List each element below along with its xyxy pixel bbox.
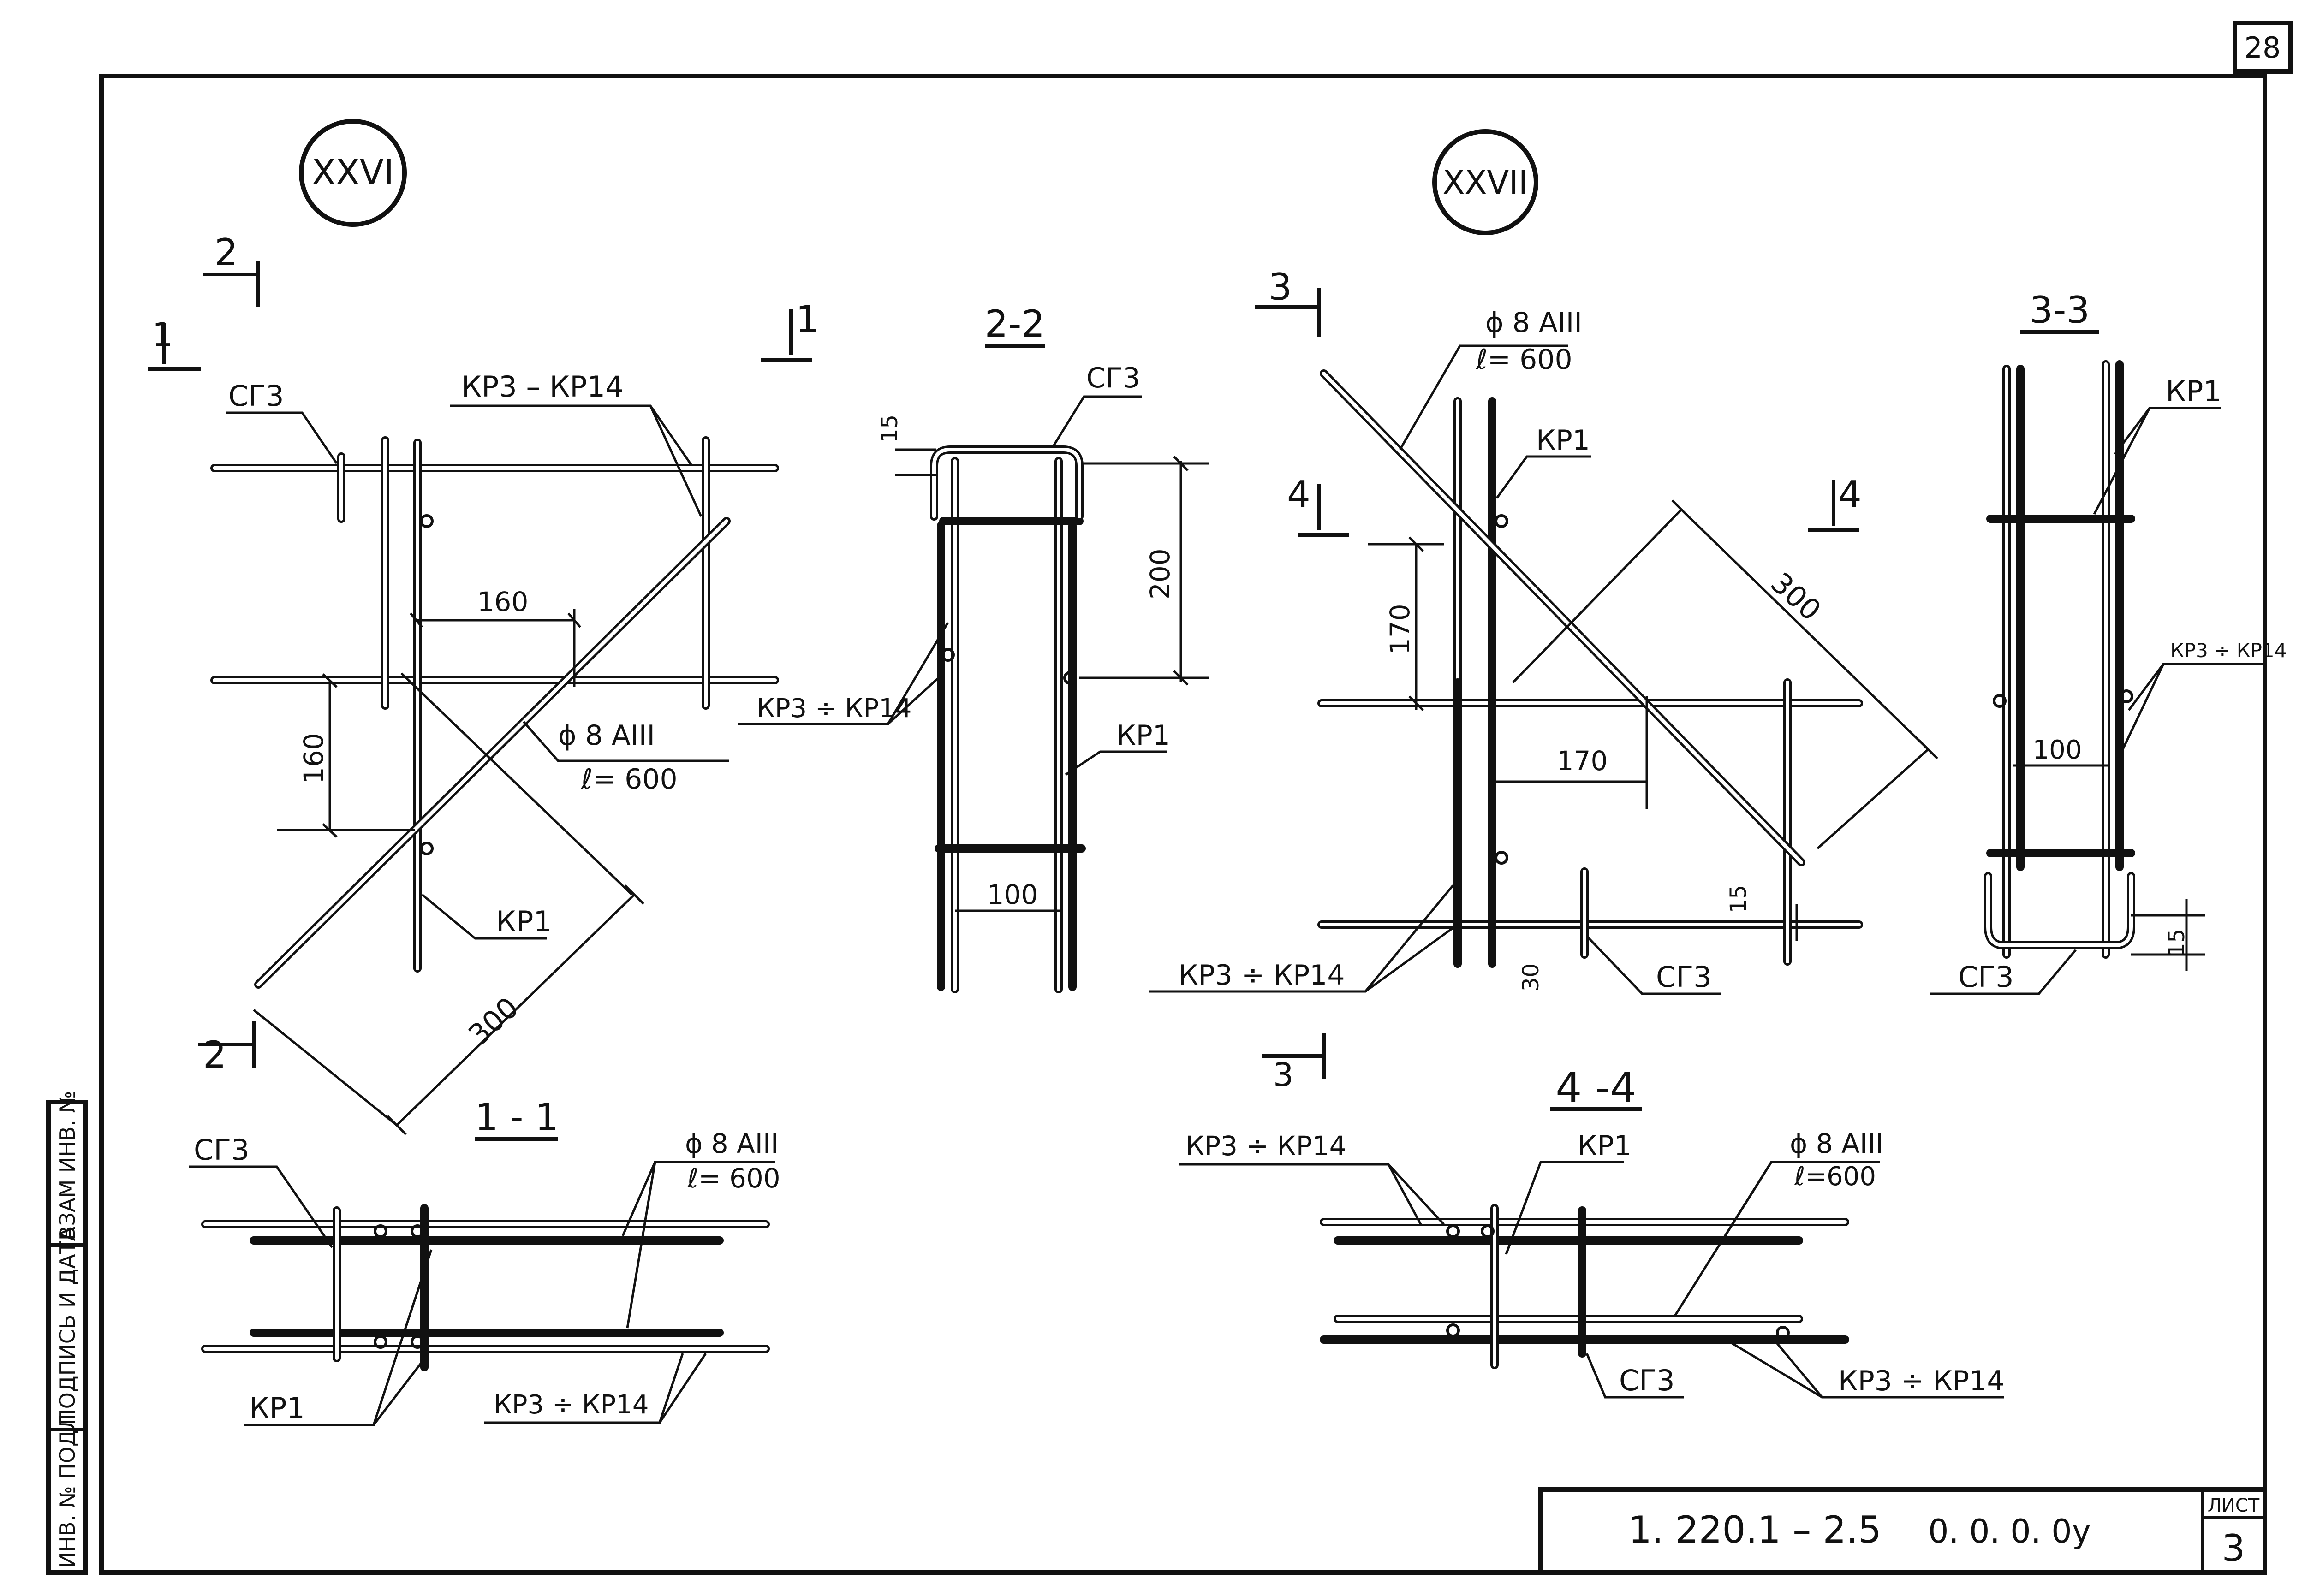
xxvi-rebar-length: ℓ= 600 — [581, 763, 678, 795]
side-stamp: ИНВ. № ПОДЛ ПОДПИСЬ И ДАТА ВЗАМ ИНВ. № — [46, 1091, 88, 1575]
xxvii-label-sg3: СГ3 — [1656, 960, 1712, 994]
section-2-2: 2-2 СГ3 15 200 КР3 ÷ КР14 КР1 100 — [738, 303, 1209, 993]
title-block: 1. 220.1 – 2.5 0. 0. 0. 0у ЛИСТ 3 — [1538, 1487, 2267, 1575]
section-2-2-label-sg3: СГ3 — [1086, 362, 1140, 394]
section-4-4-rebar-diameter: ϕ 8 АIII — [1790, 1128, 1883, 1159]
xxvii-annotations: ϕ 8 АIII ℓ= 600 КР1 170 170 300 1 — [1149, 307, 1938, 995]
section-4-4-label-kr3-kr14-top: КР3 ÷ КР14 — [1185, 1130, 1346, 1162]
section-1-1-rebar-diameter: ϕ 8 АIII — [685, 1128, 779, 1159]
section-2-2-label-kr3-kr14: КР3 ÷ КР14 — [756, 694, 911, 724]
section-3-3-label-kr1: КР1 — [2166, 374, 2222, 408]
xxvii-dim-30: 30 — [1518, 963, 1544, 991]
section-3-3-label-sg3: СГ3 — [1958, 960, 2014, 994]
section-1-1-label-sg3: СГ3 — [194, 1133, 250, 1167]
xxvi-label-kr3-kr14: КР3 – КР14 — [461, 370, 624, 403]
xxvi-label-sg3: СГ3 — [228, 379, 284, 413]
cut-marker-4-left: 4 — [1287, 473, 1349, 537]
section-1-1-title: 1 - 1 — [475, 1096, 559, 1139]
stamp-signature-date: ПОДПИСЬ И ДАТА — [55, 1226, 80, 1425]
section-1-1-rebar-length: ℓ= 600 — [687, 1163, 780, 1194]
section-4-4-label-sg3: СГ3 — [1619, 1364, 1675, 1397]
section-2-2-dim-15: 15 — [877, 415, 903, 443]
svg-text:1: 1 — [796, 298, 819, 341]
svg-text:1: 1 — [152, 316, 173, 354]
section-1-1-label-kr1: КР1 — [249, 1391, 305, 1425]
svg-text:3: 3 — [1273, 1056, 1294, 1094]
section-2-2-dim-100: 100 — [987, 879, 1038, 910]
xxvi-dim-160-horizontal: 160 — [477, 586, 529, 617]
xxvii-rebar-length: ℓ= 600 — [1476, 344, 1572, 376]
xxvi-dim-160-vertical: 160 — [298, 733, 329, 784]
xxvi-dim-300: 300 — [462, 991, 525, 1052]
sheet-label: ЛИСТ — [2208, 1495, 2260, 1516]
cut-marker-1-left: 1 — [148, 316, 201, 371]
xxvii-rebar-diameter: ϕ 8 АIII — [1485, 307, 1582, 339]
xxvii-label-kr1: КР1 — [1536, 424, 1590, 457]
svg-text:3: 3 — [1269, 266, 1292, 309]
svg-text:2: 2 — [203, 1033, 226, 1076]
svg-text:4: 4 — [1838, 473, 1862, 516]
section-4-4-label-kr3-kr14-bottom: КР3 ÷ КР14 — [1838, 1365, 2005, 1397]
page-number: 28 — [2245, 31, 2281, 65]
section-1-1-label-kr3-kr14: КР3 ÷ КР14 — [494, 1390, 649, 1420]
svg-text:4: 4 — [1287, 473, 1310, 516]
sheet-number: 3 — [2222, 1527, 2245, 1570]
node-xxvi: XXVI 2 1 1 2 — [148, 119, 819, 1135]
node-xxvi-id: XXVI — [312, 152, 394, 193]
xxvii-dim-15: 15 — [1726, 885, 1751, 913]
xxvii-dim-170-vertical: 170 — [1384, 604, 1416, 655]
section-2-2-title: 2-2 — [985, 303, 1045, 345]
cut-marker-2-bottom: 2 — [198, 1021, 256, 1076]
xxvii-label-kr3-kr14: КР3 ÷ КР14 — [1179, 959, 1345, 991]
sheet-frame: 28 — [99, 21, 2293, 1575]
xxvii-rebars — [1317, 369, 1863, 968]
node-xxvii-id: XXVII — [1442, 164, 1528, 202]
xxvi-annotations: СГ3 КР3 – КР14 160 160 ϕ 8 АIII ℓ= 600 К… — [226, 370, 729, 1135]
section-2-2-label-kr1: КР1 — [1116, 719, 1170, 752]
xxvi-label-kr1: КР1 — [496, 905, 552, 938]
cut-marker-1-right: 1 — [761, 298, 819, 362]
xxvii-dim-300: 300 — [1764, 566, 1828, 627]
node-xxvii: XXVII 3 4 4 3 — [1149, 129, 1938, 1094]
section-4-4: 4 -4 КР3 ÷ КР14 КР1 ϕ 8 АIII ℓ=600 СГ3 К… — [1179, 1064, 2005, 1399]
stamp-inv-podl: ИНВ. № ПОДЛ — [55, 1414, 80, 1568]
document-suffix: 0. 0. 0. 0у — [1928, 1513, 2091, 1550]
section-3-3-dim-15: 15 — [2164, 929, 2190, 957]
cut-marker-2-top: 2 — [203, 231, 260, 307]
section-4-4-label-kr1: КР1 — [1578, 1130, 1632, 1162]
section-4-4-rebar-length: ℓ=600 — [1794, 1162, 1876, 1192]
document-code: 1. 220.1 – 2.5 — [1628, 1508, 1882, 1551]
xxvii-dim-170-horizontal: 170 — [1557, 745, 1608, 777]
section-3-3-title: 3-3 — [2030, 289, 2090, 332]
cut-marker-4-right: 4 — [1808, 473, 1862, 532]
section-2-2-dim-200: 200 — [1144, 548, 1176, 599]
section-4-4-title: 4 -4 — [1555, 1064, 1637, 1112]
xxvi-rebars — [210, 436, 779, 989]
cut-marker-3-top: 3 — [1255, 266, 1321, 337]
xxvi-rebar-diameter: ϕ 8 АIII — [558, 719, 655, 752]
stamp-vzam-inv: ВЗАМ ИНВ. № — [55, 1091, 80, 1240]
section-3-3-dim-100: 100 — [2033, 735, 2082, 765]
section-1-1: 1 - 1 СГ3 ϕ 8 АIII ℓ= 600 КР1 КР3 ÷ КР14 — [189, 1096, 780, 1426]
section-3-3-label-kr3-kr14: КР3 ÷ КР14 — [2170, 639, 2287, 662]
section-3-3: 3-3 КР1 КР3 ÷ КР14 100 15 СГ3 — [1930, 289, 2287, 995]
cut-marker-3-bottom: 3 — [1262, 1033, 1326, 1094]
svg-text:2: 2 — [214, 231, 238, 274]
